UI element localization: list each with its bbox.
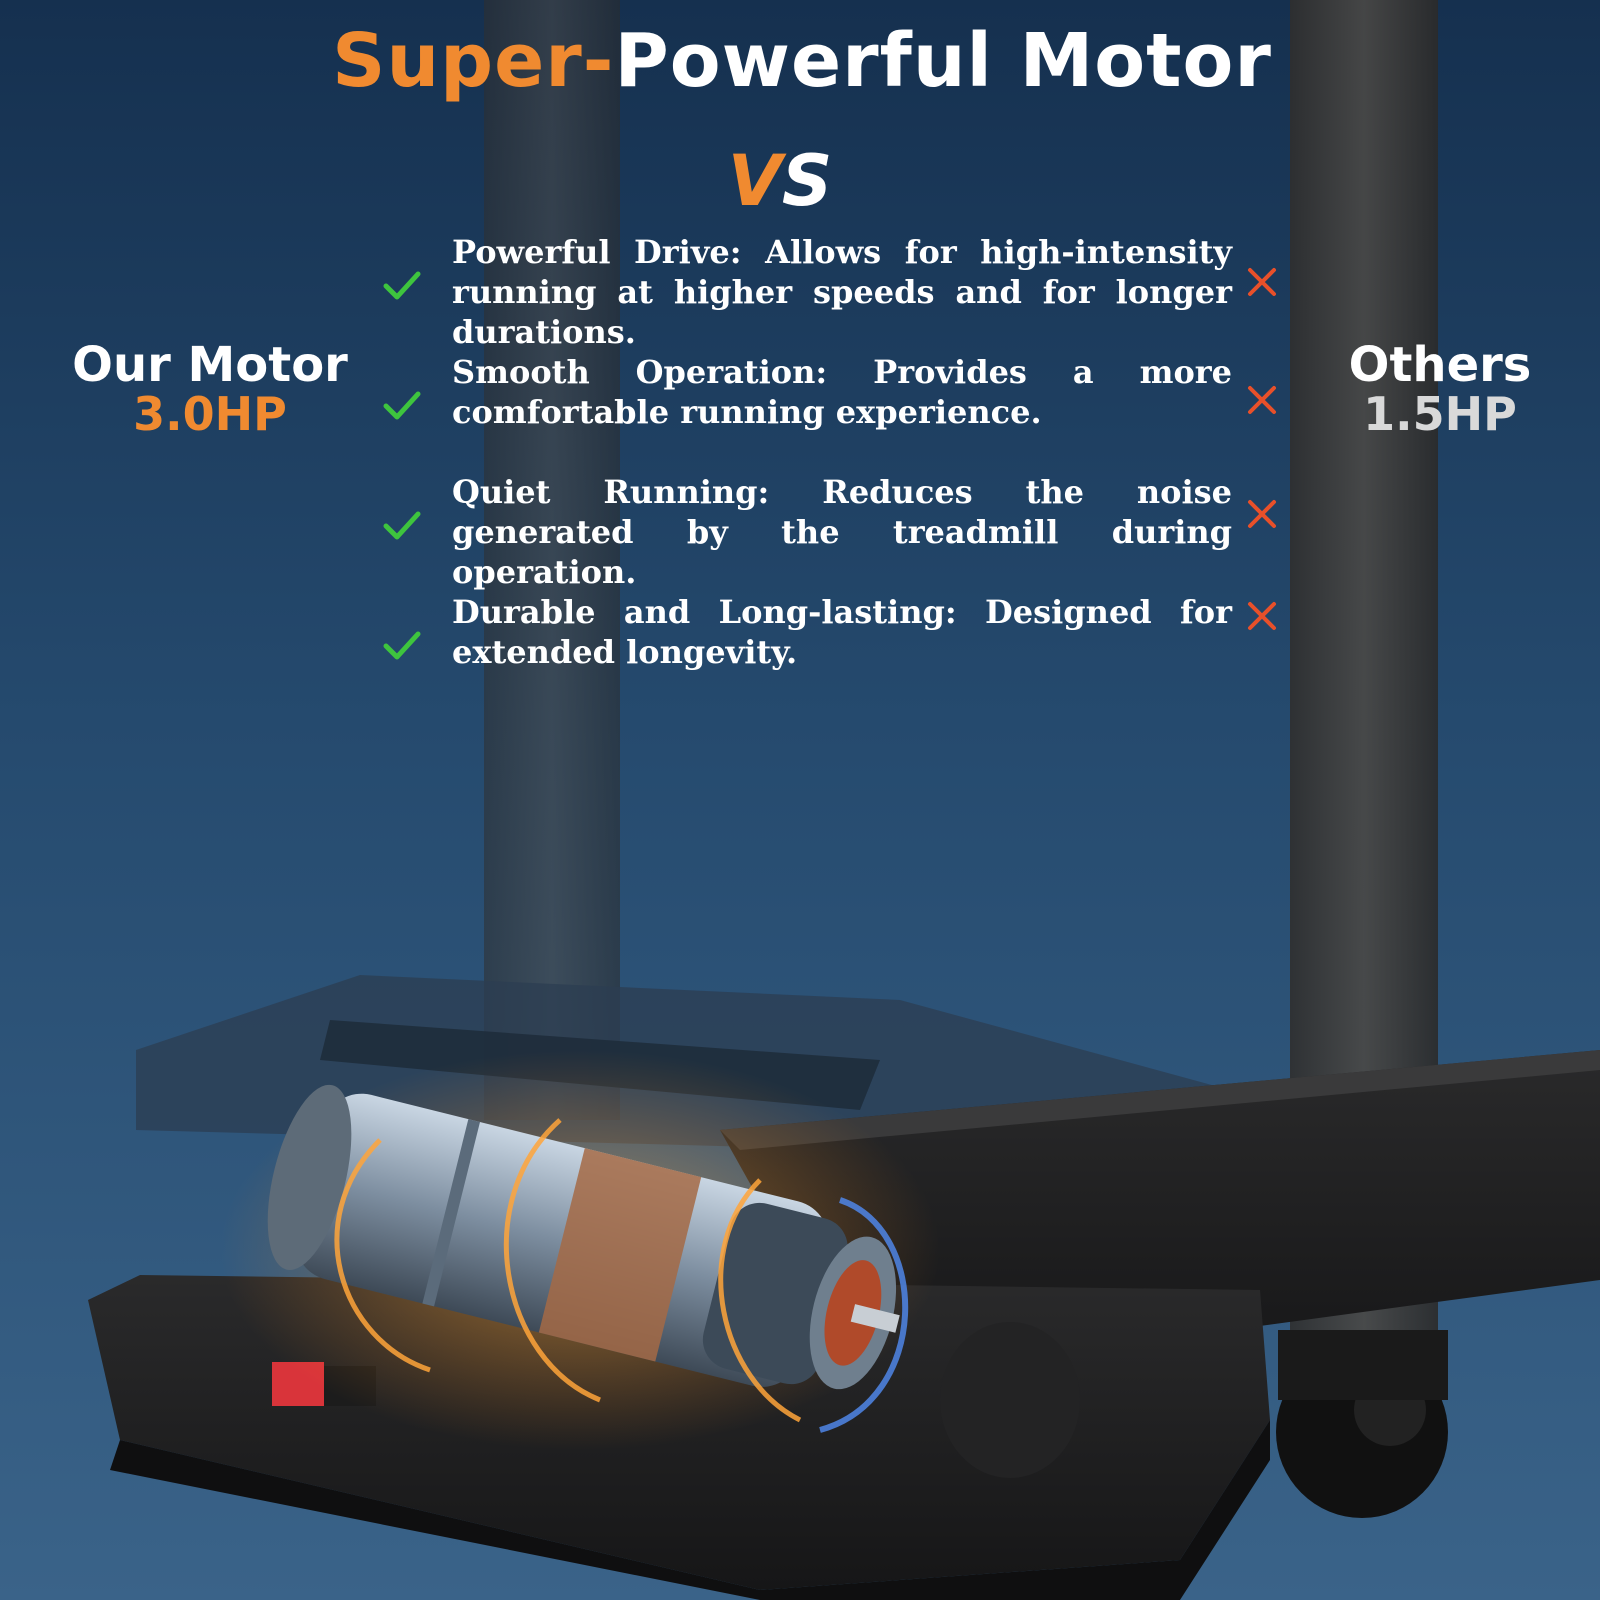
feature-item: Quiet Running: Reduces the noise generat… [380,472,1280,592]
our-motor-label: Our Motor 3.0HP [60,340,360,439]
feature-list: Powerful Drive: Allows for high-intensit… [380,232,1280,712]
feature-item: Durable and Long-lasting: Designed for e… [380,592,1280,712]
check-icon [383,391,421,420]
cross-icon [1248,602,1276,630]
feature-item: Smooth Operation: Provides a more comfor… [380,352,1280,472]
title-accent: Super- [332,18,615,104]
title-main: Powerful Motor [614,18,1272,104]
our-motor-hp: 3.0HP [133,387,287,442]
feature-text: Smooth Operation: Provides a more comfor… [452,353,1232,431]
others-label: Others 1.5HP [1320,340,1560,439]
cross-icon [1248,268,1276,296]
feature-text: Durable and Long-lasting: Designed for e… [452,593,1232,671]
check-icon [383,511,421,540]
our-motor-name: Our Motor [72,337,348,393]
check-icon [383,271,421,300]
vs-s: S [781,140,833,222]
vs-v: V [727,140,782,222]
feature-text: Powerful Drive: Allows for high-intensit… [452,233,1232,351]
feature-item: Powerful Drive: Allows for high-intensit… [380,232,1280,352]
cross-icon [1248,386,1276,414]
feature-text: Quiet Running: Reduces the noise generat… [452,473,1232,591]
others-hp: 1.5HP [1363,387,1517,442]
check-icon [383,631,421,660]
others-name: Others [1348,337,1532,393]
cross-icon [1248,500,1276,528]
page-title: Super-Powerful Motor [0,18,1600,104]
vs-label: VS [680,140,880,222]
